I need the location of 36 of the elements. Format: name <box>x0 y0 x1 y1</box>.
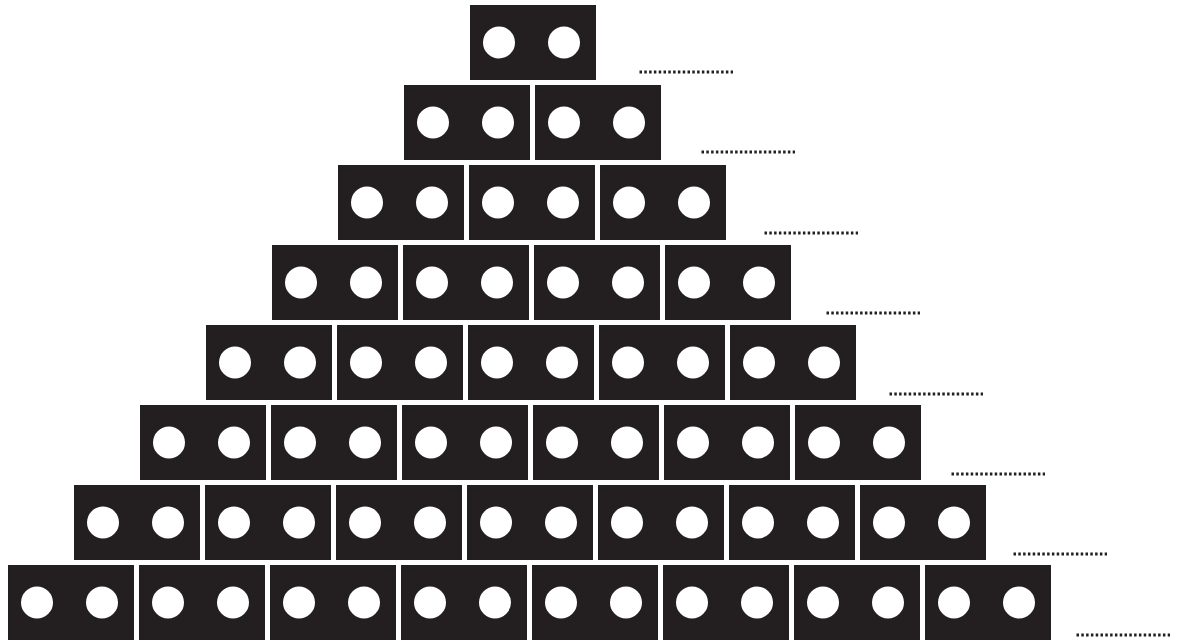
block-with-holes <box>598 485 724 560</box>
block-with-holes <box>665 245 791 320</box>
block-with-holes <box>535 85 661 160</box>
block-with-holes <box>402 405 528 480</box>
block-with-holes <box>337 325 463 400</box>
block-with-holes <box>8 565 134 640</box>
block-with-holes <box>532 565 658 640</box>
block-with-holes <box>794 565 920 640</box>
block-with-holes <box>206 325 332 400</box>
block-with-holes <box>730 325 856 400</box>
block-with-holes <box>663 565 789 640</box>
block-with-holes <box>533 405 659 480</box>
block-with-holes <box>338 165 464 240</box>
block-with-holes <box>469 165 595 240</box>
block-with-holes <box>270 565 396 640</box>
block-with-holes <box>468 325 594 400</box>
block-with-holes <box>140 405 266 480</box>
block-with-holes <box>729 485 855 560</box>
block-with-holes <box>271 405 397 480</box>
block-with-holes <box>139 565 265 640</box>
block-with-holes <box>205 485 331 560</box>
block-with-holes <box>860 485 986 560</box>
block-with-holes <box>404 85 530 160</box>
block-with-holes <box>664 405 790 480</box>
block-with-holes <box>599 325 725 400</box>
block-with-holes <box>272 245 398 320</box>
block-with-holes <box>534 245 660 320</box>
block-with-holes <box>467 485 593 560</box>
block-with-holes <box>336 485 462 560</box>
block-with-holes <box>795 405 921 480</box>
block-with-holes <box>403 245 529 320</box>
block-with-holes <box>925 565 1051 640</box>
block-with-holes <box>401 565 527 640</box>
block-with-holes <box>74 485 200 560</box>
block-with-holes <box>470 5 596 80</box>
block-with-holes <box>600 165 726 240</box>
